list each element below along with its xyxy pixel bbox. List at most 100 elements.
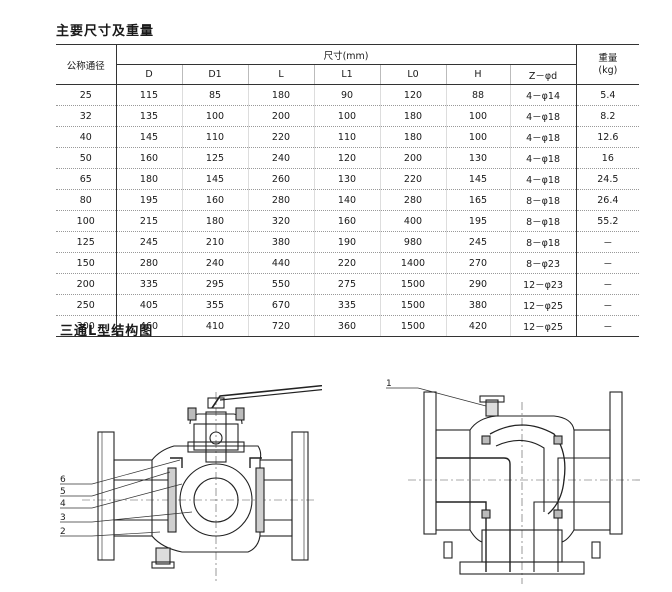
dimension-cell: 88 [445, 84, 510, 106]
dimension-cell: 440 [247, 252, 314, 274]
dimension-cell: 100 [445, 105, 510, 127]
weight-cell: 5.4 [575, 84, 640, 106]
dimension-cell: 245 [445, 231, 510, 253]
column-header: Z－φd [509, 64, 577, 85]
dimension-cell: 240 [181, 252, 248, 274]
dimension-cell: 405 [115, 294, 182, 316]
section-title-structure: 三通L型结构图 [60, 324, 154, 339]
dimension-cell: 220 [313, 252, 380, 274]
dimension-cell: 4－φ18 [509, 147, 577, 169]
right-flange [291, 431, 309, 561]
dimension-cell: 335 [313, 294, 380, 316]
ball [489, 424, 566, 515]
dimension-cell: 210 [181, 231, 248, 253]
nominal-diameter-cell: 250 [56, 294, 117, 316]
weight-cell: － [575, 273, 640, 295]
dimension-cell: 125 [181, 147, 248, 169]
dimension-cell: 135 [115, 105, 182, 127]
dimension-cell: 8－φ18 [509, 210, 577, 232]
nominal-diameter-cell: 50 [56, 147, 117, 169]
column-header: H [445, 64, 510, 85]
dimension-cell: 290 [445, 273, 510, 295]
dimension-cell: 8－φ23 [509, 252, 577, 274]
dimension-cell: 130 [313, 168, 380, 190]
weight-cell: 8.2 [575, 105, 640, 127]
dimension-cell: 100 [181, 105, 248, 127]
dimension-cell: 110 [313, 126, 380, 148]
callout-1: 1 [386, 379, 392, 389]
dimension-cell: 1400 [379, 252, 446, 274]
section-title-dimensions: 主要尺寸及重量 [56, 24, 155, 39]
dimension-cell: 195 [115, 189, 182, 211]
weight-cell: 55.2 [575, 210, 640, 232]
dimension-cell: 120 [379, 84, 446, 106]
dimension-cell: 165 [445, 189, 510, 211]
right-flange [609, 391, 623, 535]
column-header: L1 [313, 64, 380, 85]
dimension-cell: 120 [313, 147, 380, 169]
dimension-cell: 4－φ14 [509, 84, 577, 106]
nominal-diameter-cell: 150 [56, 252, 117, 274]
dimension-cell: 145 [445, 168, 510, 190]
dimension-cell: 115 [115, 84, 182, 106]
dimension-cell: 12－φ23 [509, 273, 577, 295]
dimension-cell: 355 [181, 294, 248, 316]
callout-3: 3 [60, 513, 66, 523]
weight-cell: 26.4 [575, 189, 640, 211]
dimension-cell: 410 [181, 315, 248, 337]
dimension-cell: 275 [313, 273, 380, 295]
dimension-cell: 200 [247, 105, 314, 127]
dimension-cell: 8－φ18 [509, 189, 577, 211]
dimension-cell: 400 [379, 210, 446, 232]
dimension-cell: 180 [247, 84, 314, 106]
three-way-l-type-section-drawing: 1 [386, 379, 640, 584]
dimension-cell: 260 [247, 168, 314, 190]
dimension-cell: 720 [247, 315, 314, 337]
nominal-diameter-cell: 40 [56, 126, 117, 148]
weight-cell: － [575, 294, 640, 316]
nominal-diameter-cell: 125 [56, 231, 117, 253]
dimension-cell: 160 [115, 147, 182, 169]
column-header: D [116, 64, 182, 85]
dimension-cell: 145 [181, 168, 248, 190]
weight-cell: － [575, 315, 640, 337]
callout-2: 2 [60, 527, 66, 537]
callout-5: 5 [60, 487, 66, 497]
nominal-diameter-cell: 65 [56, 168, 117, 190]
dimension-cell: 320 [247, 210, 314, 232]
dimension-cell: 12－φ25 [509, 294, 577, 316]
column-header: L [247, 64, 314, 85]
dimension-cell: 195 [445, 210, 510, 232]
weight-cell: 16 [575, 147, 640, 169]
dimension-cell: 4－φ18 [509, 126, 577, 148]
dimensions-header: 尺寸(mm) [116, 44, 577, 65]
callout-6: 6 [60, 475, 66, 485]
dimension-cell: 270 [445, 252, 510, 274]
weight-cell: 24.5 [575, 168, 640, 190]
dimension-cell: 335 [115, 273, 182, 295]
dimension-cell: 180 [115, 168, 182, 190]
nominal-diameter-cell: 100 [56, 210, 117, 232]
ball-valve-section-drawing: 6 5 4 3 2 [60, 384, 322, 584]
dimension-cell: 100 [445, 126, 510, 148]
dimension-cell: 420 [445, 315, 510, 337]
dimension-cell: 460 [115, 315, 182, 337]
weight-header-unit: (kg) [598, 64, 618, 76]
dimension-cell: 980 [379, 231, 446, 253]
dimension-cell: 100 [313, 105, 380, 127]
handle [211, 384, 322, 409]
weight-header: 重量 (kg) [575, 44, 640, 85]
ball [179, 463, 253, 537]
dimension-cell: 12－φ25 [509, 315, 577, 337]
